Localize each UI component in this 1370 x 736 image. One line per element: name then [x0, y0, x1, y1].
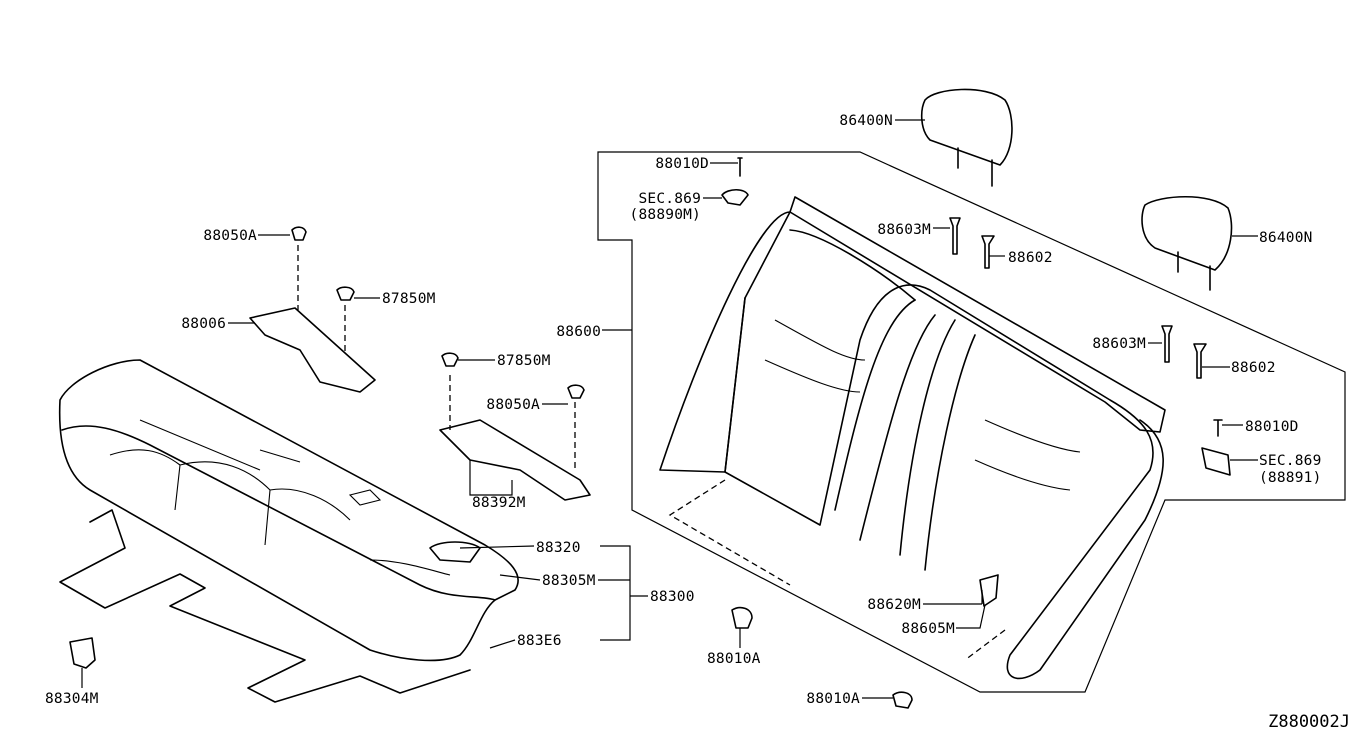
bolt-87850M-mid[interactable] [441, 352, 459, 367]
bolt-88050A-top[interactable] [291, 226, 307, 241]
label-88602-top: 88602 [1008, 250, 1053, 266]
label-88392M: 88392M [472, 495, 526, 511]
label-88320: 88320 [536, 540, 581, 556]
label-88006: 88006 [181, 316, 226, 332]
diagram-code: Z880002J [1268, 712, 1350, 732]
guide-88603M-right[interactable] [1161, 325, 1173, 363]
label-sec869-right-sub: (88891) [1259, 470, 1322, 486]
label-88010D-right: 88010D [1245, 419, 1299, 435]
headrest-left[interactable] [920, 88, 1013, 187]
headrest-right[interactable] [1141, 195, 1233, 291]
label-86400N-left: 86400N [839, 113, 893, 129]
label-88603M-right: 88603M [1092, 336, 1146, 352]
guide-88603M-top[interactable] [949, 217, 961, 255]
label-883E6: 883E6 [517, 633, 562, 649]
label-87850M-mid: 87850M [497, 353, 551, 369]
label-88050A-top: 88050A [203, 228, 257, 244]
label-88304M: 88304M [45, 691, 99, 707]
label-sec869-top: SEC.869 [638, 191, 701, 207]
clip-sec869-top[interactable] [721, 188, 749, 206]
label-86400N-right: 86400N [1259, 230, 1313, 246]
label-88305M: 88305M [542, 573, 596, 589]
label-88050A-mid: 88050A [486, 397, 540, 413]
bolt-88050A-mid[interactable] [567, 384, 585, 399]
leader-lines [81, 119, 1258, 699]
hinge-88006[interactable] [249, 245, 376, 393]
label-88010D-top: 88010D [655, 156, 709, 172]
clip-88010A-bottom[interactable] [892, 691, 913, 709]
label-88620M: 88620M [867, 597, 921, 613]
hinge-88392M[interactable] [439, 375, 591, 501]
guide-88602-top[interactable] [981, 235, 995, 269]
clip-88010A-mid[interactable] [731, 606, 753, 629]
clip-sec869-right[interactable] [1201, 447, 1231, 476]
label-88600: 88600 [556, 324, 601, 340]
seat-cushion-assembly[interactable] [58, 359, 519, 662]
label-88603M-top: 88603M [877, 222, 931, 238]
guide-88602-right[interactable] [1193, 343, 1207, 379]
bolt-87850M-top[interactable] [336, 286, 355, 301]
label-sec869-right: SEC.869 [1259, 453, 1322, 469]
label-87850M-top: 87850M [382, 291, 436, 307]
bracket-88620M[interactable] [979, 574, 999, 607]
label-88010A-mid: 88010A [707, 651, 761, 667]
bolt-88010D-right[interactable] [1213, 419, 1223, 437]
label-88010A-bottom: 88010A [806, 691, 860, 707]
clip-88304M[interactable] [69, 637, 96, 669]
label-sec869-top-sub: (88890M) [630, 207, 701, 223]
label-88602-right: 88602 [1231, 360, 1276, 376]
bolt-88010D-top[interactable] [737, 157, 743, 177]
seat-back-assembly[interactable] [597, 151, 1346, 693]
label-88300: 88300 [650, 589, 695, 605]
label-88605M: 88605M [901, 621, 955, 637]
seat-frame-outline[interactable] [59, 509, 471, 703]
